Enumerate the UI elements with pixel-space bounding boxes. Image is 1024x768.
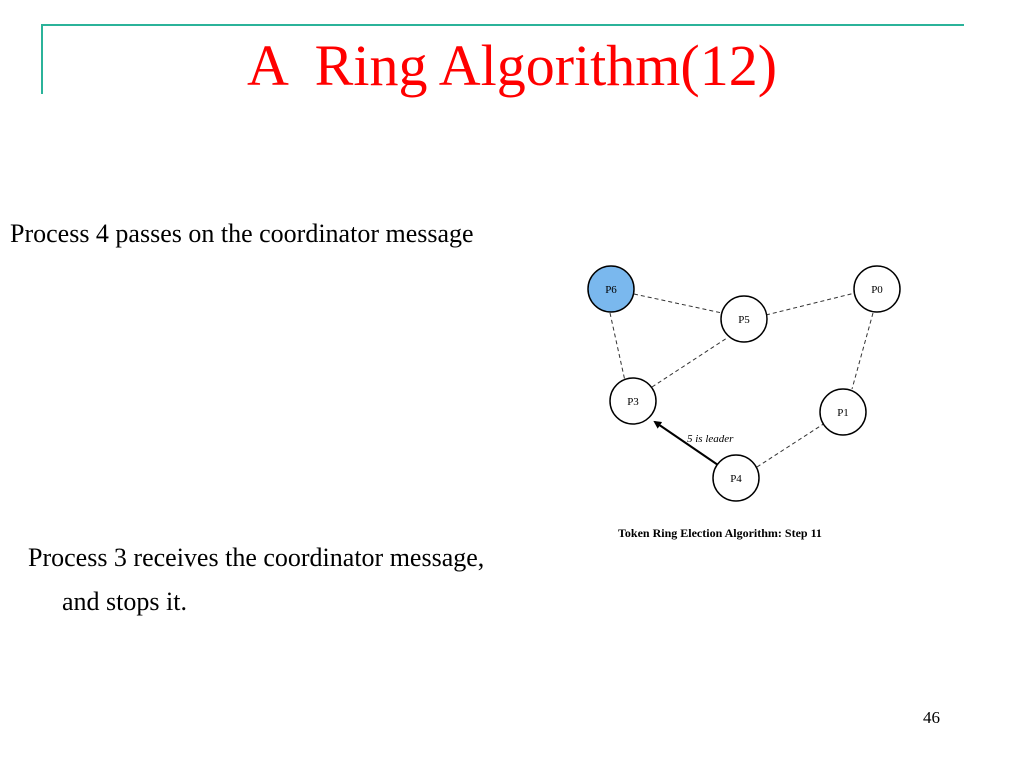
page-number: 46	[923, 708, 940, 727]
node-p4: P4	[712, 454, 760, 502]
svg-text:P1: P1	[837, 407, 849, 419]
node-p5: P5	[720, 295, 768, 343]
node-p1: P1	[819, 388, 867, 436]
edge-p5-p0	[765, 292, 856, 316]
frame-top-line	[42, 24, 964, 26]
ring-election-diagram: 5 is leader P6 P5 P0 P3 P1 P4 Token Ring…	[587, 265, 901, 540]
process-3-text-line1: Process 3 receives the coordinator messa…	[28, 543, 485, 572]
edge-p6-p5	[633, 293, 723, 314]
diagram-caption: Token Ring Election Algorithm: Step 11	[618, 526, 822, 540]
message-label: 5 is leader	[687, 433, 734, 445]
node-p3: P3	[609, 377, 657, 425]
svg-text:P5: P5	[738, 314, 750, 326]
svg-text:P6: P6	[605, 284, 617, 296]
process-3-text-line2: and stops it.	[62, 587, 187, 616]
svg-text:P3: P3	[627, 396, 639, 408]
edge-p3-p5	[651, 337, 728, 388]
edge-p1-p4	[756, 422, 826, 468]
process-4-text: Process 4 passes on the coordinator mess…	[10, 219, 474, 248]
svg-text:P4: P4	[730, 473, 742, 485]
node-p0: P0	[853, 265, 901, 313]
node-p6: P6	[587, 265, 635, 313]
slide-title: A Ring Algorithm(12)	[246, 33, 778, 98]
frame-left-line	[41, 24, 43, 94]
edge-p0-p1	[851, 312, 874, 390]
message-arrow-p4-to-p3	[653, 420, 719, 466]
edge-p6-p3	[609, 312, 626, 382]
svg-text:P0: P0	[871, 284, 883, 296]
